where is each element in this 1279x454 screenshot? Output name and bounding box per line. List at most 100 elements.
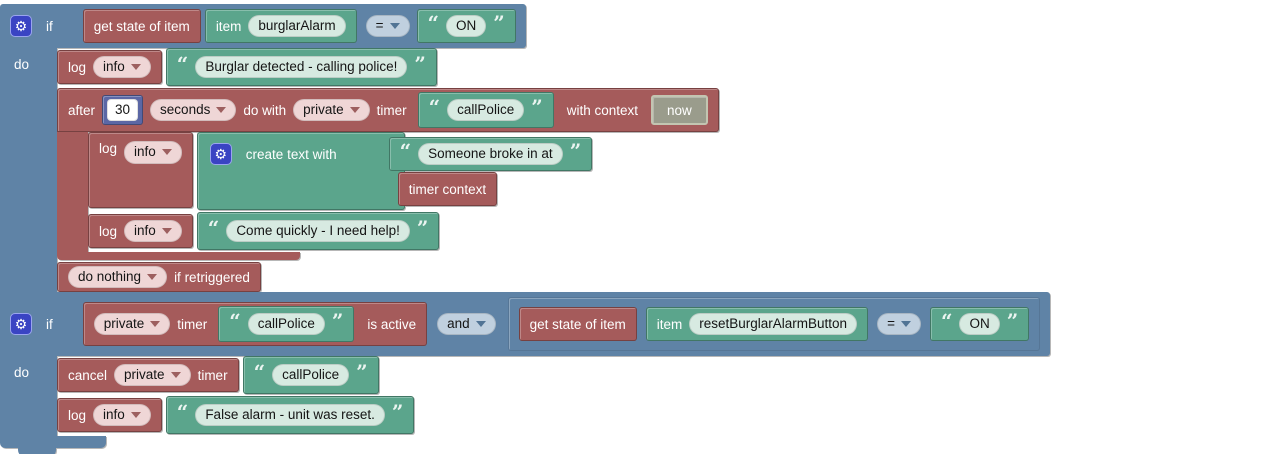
- if-header: ⚙ if get state of item item burglarAlarm…: [0, 4, 526, 48]
- retrigger-policy-block[interactable]: do nothing if retriggered: [57, 262, 261, 292]
- timer-scope-dropdown[interactable]: private: [93, 312, 171, 336]
- string-block-timer-name[interactable]: “ callPolice ”: [242, 356, 379, 394]
- mutator-gear-icon[interactable]: ⚙: [209, 143, 232, 165]
- string-block-help-msg[interactable]: “ Come quickly - I need help! ”: [196, 212, 440, 250]
- log-block[interactable]: log info: [57, 50, 162, 84]
- dropdown-arrow-icon: [161, 228, 172, 234]
- do-section-spine: do: [0, 356, 57, 436]
- string-value-field[interactable]: callPolice: [247, 312, 325, 336]
- if-block-burglar[interactable]: ⚙ if get state of item item burglarAlarm…: [0, 4, 719, 306]
- after-timer-header: after 30 seconds do with private: [57, 88, 719, 132]
- string-value-field[interactable]: False alarm - unit was reset.: [195, 403, 385, 427]
- comparison-block[interactable]: get state of item item resetBurglarAlarm…: [507, 297, 1041, 351]
- log-level-dropdown[interactable]: info: [124, 141, 182, 164]
- statement-row: log info “ Burglar detected - calling po…: [57, 48, 437, 86]
- string-block-someone[interactable]: “ Someone broke in at ”: [388, 137, 593, 171]
- item-label: item: [656, 316, 683, 332]
- timer-scope-dropdown[interactable]: private: [293, 98, 370, 122]
- log-block[interactable]: log info: [57, 398, 162, 432]
- string-value-field[interactable]: ON: [959, 312, 1000, 336]
- string-value-field[interactable]: Burglar detected - calling police!: [195, 55, 408, 79]
- string-block-timer-name[interactable]: “ callPolice ”: [218, 306, 355, 342]
- retrigger-policy-dropdown[interactable]: do nothing: [68, 265, 168, 289]
- dropdown-arrow-icon: [900, 321, 911, 327]
- string-value-field[interactable]: callPolice: [447, 98, 525, 122]
- string-value-field[interactable]: Come quickly - I need help!: [226, 219, 410, 243]
- get-state-label: get state of item: [529, 316, 626, 332]
- timer-scope-value: private: [124, 366, 165, 382]
- item-name-field[interactable]: resetBurglarAlarmButton: [689, 312, 858, 336]
- create-text-label: create text with: [245, 146, 337, 162]
- retrigger-policy-value: do nothing: [78, 268, 142, 284]
- dropdown-arrow-icon: [170, 372, 181, 378]
- logic-operator-value: and: [447, 315, 470, 331]
- item-block[interactable]: item burglarAlarm: [204, 9, 357, 43]
- timer-context-block[interactable]: timer context: [397, 172, 498, 206]
- item-label: item: [215, 18, 242, 34]
- mutator-gear-icon[interactable]: ⚙: [10, 313, 32, 335]
- string-block-reset-msg[interactable]: “ False alarm - unit was reset. ”: [165, 396, 415, 434]
- timer-context-label: timer context: [408, 181, 487, 197]
- with-context-label: with context: [566, 102, 639, 118]
- timer-is-active-block[interactable]: private timer “ callPolice ” is active: [82, 302, 428, 346]
- dropdown-arrow-icon: [147, 274, 158, 280]
- if-block-footer: [0, 436, 106, 448]
- after-label: after: [68, 102, 96, 118]
- if-label: if: [46, 316, 53, 332]
- do-section-spine: do: [0, 48, 57, 294]
- logic-operator-dropdown[interactable]: and: [437, 312, 496, 336]
- if-retriggered-label: if retriggered: [174, 269, 250, 285]
- log-level-dropdown[interactable]: info: [93, 55, 151, 79]
- cancel-timer-block[interactable]: cancel private timer: [57, 358, 239, 392]
- after-timer-block[interactable]: after 30 seconds do with private: [57, 88, 719, 260]
- now-block[interactable]: now: [651, 95, 708, 125]
- string-value-field[interactable]: Someone broke in at: [418, 142, 563, 166]
- string-block-on[interactable]: “ ON ”: [929, 307, 1030, 341]
- delay-value-field[interactable]: 30: [107, 98, 139, 122]
- dropdown-arrow-icon: [161, 149, 172, 156]
- get-state-label: get state of item: [93, 18, 190, 34]
- dropdown-arrow-icon: [349, 107, 360, 113]
- time-unit-dropdown[interactable]: seconds: [150, 98, 237, 122]
- after-timer-footer: [57, 252, 300, 260]
- statement-row: log info ⚙ create text with: [88, 132, 593, 210]
- mutator-gear-icon[interactable]: ⚙: [10, 15, 32, 37]
- string-value-field[interactable]: callPolice: [272, 363, 350, 387]
- statement-row: do nothing if retriggered: [57, 262, 261, 292]
- next-connector-tab: [18, 448, 56, 454]
- do-with-label: do with: [243, 102, 287, 118]
- number-block[interactable]: 30: [102, 95, 144, 125]
- string-value-field[interactable]: ON: [446, 14, 487, 38]
- string-block-timer-name[interactable]: “ callPolice ”: [417, 92, 554, 128]
- cancel-label: cancel: [68, 367, 108, 383]
- get-state-of-item-block[interactable]: get state of item: [82, 9, 201, 43]
- dropdown-arrow-icon: [130, 412, 141, 418]
- comparison-operator-dropdown[interactable]: =: [365, 14, 410, 38]
- if-label: if: [46, 18, 53, 34]
- timer-label: timer: [197, 367, 228, 383]
- string-block-on[interactable]: “ ON ”: [416, 9, 516, 43]
- after-timer-spine: [57, 132, 88, 252]
- item-block[interactable]: item resetBurglarAlarmButton: [645, 307, 869, 341]
- do-label: do: [14, 57, 30, 72]
- create-text-with-block[interactable]: ⚙ create text with “ Someone broke in at…: [196, 132, 593, 210]
- statement-row: cancel private timer “ callPolice ”: [57, 356, 379, 394]
- log-level-dropdown[interactable]: info: [93, 403, 151, 427]
- timer-scope-value: private: [303, 101, 344, 117]
- if-block-reset[interactable]: ⚙ if private timer “ callPolice ” is act…: [0, 292, 1051, 454]
- comparison-operator-dropdown[interactable]: =: [877, 312, 921, 336]
- statement-row: log info “ Come quickly - I need help!: [88, 212, 440, 250]
- log-label: log: [68, 407, 87, 423]
- string-block-burglar-msg[interactable]: “ Burglar detected - calling police! ”: [165, 48, 437, 86]
- timer-scope-dropdown[interactable]: private: [114, 363, 191, 387]
- log-level-dropdown[interactable]: info: [124, 219, 182, 243]
- dropdown-arrow-icon: [130, 64, 141, 70]
- log-level-value: info: [134, 222, 156, 238]
- get-state-of-item-block[interactable]: get state of item: [518, 307, 637, 341]
- timer-scope-value: private: [103, 315, 145, 331]
- log-block[interactable]: log info: [88, 132, 193, 208]
- log-block[interactable]: log info: [88, 214, 193, 248]
- item-name-field[interactable]: burglarAlarm: [248, 14, 346, 38]
- is-active-label: is active: [367, 316, 417, 332]
